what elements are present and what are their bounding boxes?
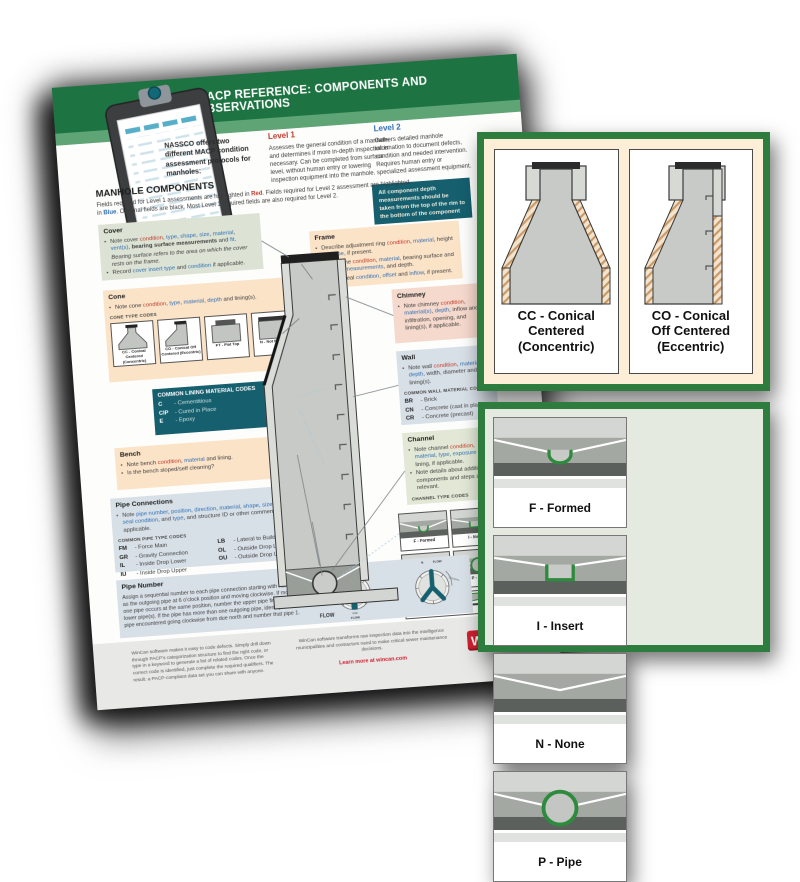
cone-code-cc: CC - Conical Centered (Concentric) [110, 320, 156, 367]
level2-body: Gathers detailed manhole information to … [374, 130, 473, 177]
channel-n-diagram-icon [494, 654, 626, 712]
cover-box: Cover Note cover condition, type, shape,… [98, 213, 264, 281]
cone-co-diagram-icon [631, 156, 751, 306]
channel-i-diagram-icon [494, 536, 626, 594]
manhole-diagram: FLOW [247, 247, 402, 627]
card-divider [494, 833, 626, 842]
clock-outgoing-icon: N FLOW Clockwise [399, 556, 465, 616]
channel-n-label: N - None [494, 724, 626, 763]
svg-text:FLOW: FLOW [432, 559, 441, 564]
cone-cc-label: CC - Conical Centered (Concentric) [518, 308, 595, 354]
channel-f-diagram-icon [494, 418, 626, 476]
svg-text:FLOW: FLOW [320, 613, 335, 620]
cone-callout-panel: CC - Conical Centered (Concentric) CO - … [477, 132, 770, 391]
cone-code-ft: FT - Flat Top [204, 314, 250, 361]
svg-text:N: N [420, 561, 422, 565]
cone-cc-icon [111, 323, 153, 352]
cone-code-co: CO - Conical Off Centered (Eccentric) [157, 317, 203, 364]
cone-co-card: CO - Conical Off Centered (Eccentric) [629, 149, 754, 374]
footer-center-block: WinCan software transforms raw inspectio… [290, 628, 455, 671]
channel-p-diagram-icon [494, 772, 626, 830]
cone-ft-icon [205, 316, 247, 345]
channel-n-card: N - None [493, 653, 627, 764]
card-divider [494, 715, 626, 724]
cone-co-label: CO - Conical Off Centered (Eccentric) [651, 308, 730, 354]
cone-cc-diagram-icon [496, 156, 616, 306]
footer-left-text: WinCan software makes it easy to code de… [131, 641, 278, 685]
channel-i-label: I - Insert [494, 606, 626, 645]
channel-code-f: F - Formed [398, 510, 450, 551]
channel-f-card: F - Formed [493, 417, 627, 528]
channel-i-card: I - Insert [493, 535, 627, 646]
cone-cc-card: CC - Conical Centered (Concentric) [494, 149, 619, 374]
scene: MACP REFERENCE: COMPONENTS AND OBSERVATI… [0, 0, 800, 800]
channel-p-card: P - Pipe [493, 771, 627, 882]
level2-column: Level 2 Gathers detailed manhole informa… [373, 117, 473, 177]
svg-text:Clockwise: Clockwise [448, 576, 460, 582]
chimney-bullet: Note chimney condition, material(s), dep… [398, 298, 488, 334]
channel-callout-panel: F - Formed I - Insert N - None [478, 402, 770, 652]
channel-f-icon [399, 511, 448, 538]
channel-p-label: P - Pipe [494, 842, 626, 881]
intro-lead: NASSCO offers two different MACP conditi… [164, 135, 261, 180]
card-divider [494, 479, 626, 488]
card-divider [494, 597, 626, 606]
channel-f-label: F - Formed [494, 488, 626, 527]
